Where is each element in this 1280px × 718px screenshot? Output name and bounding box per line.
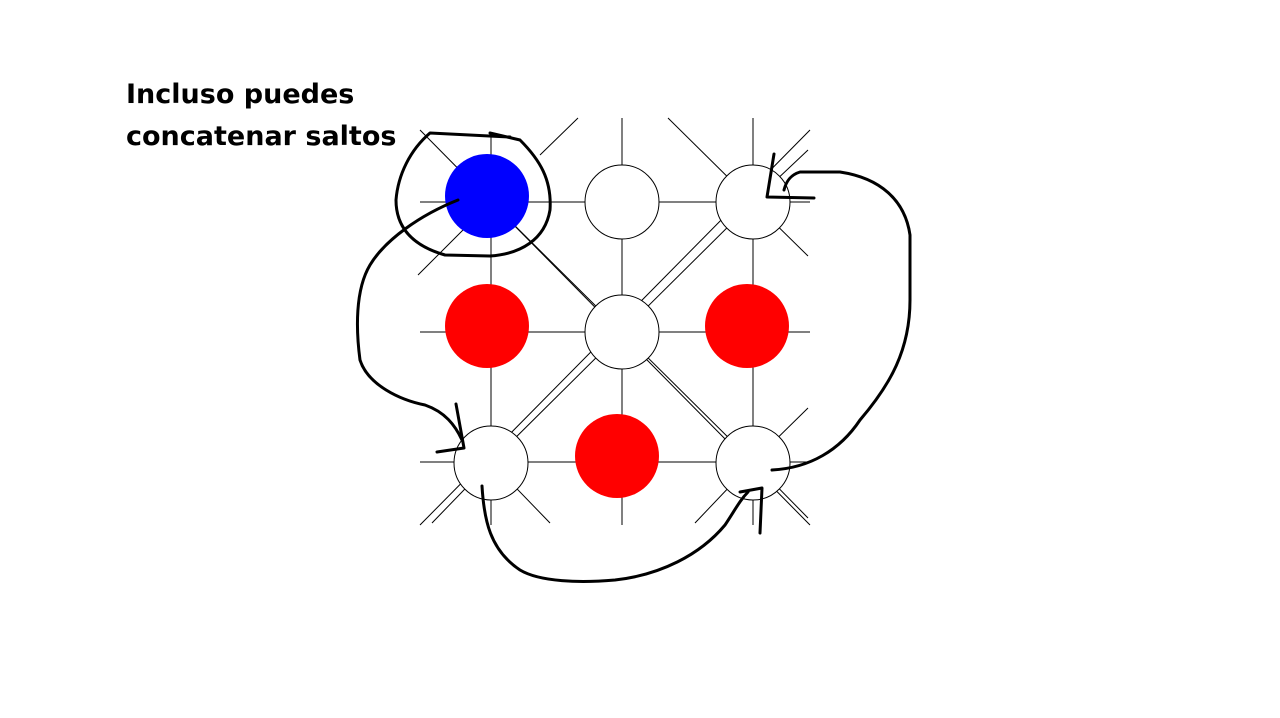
jump-path-1: [355, 198, 464, 442]
board-pieces: [445, 154, 791, 501]
instruction-text: Incluso puedes concatenar saltos: [126, 74, 426, 158]
arrow-head-3: [765, 152, 816, 200]
empty-spot[interactable]: [715, 164, 791, 240]
jump-path-2: [480, 484, 750, 583]
empty-spot[interactable]: [715, 425, 791, 501]
empty-spot[interactable]: [584, 164, 660, 240]
empty-spot[interactable]: [584, 294, 660, 370]
instruction-line-1: Incluso puedes: [126, 79, 355, 110]
selection-lasso: [394, 131, 552, 258]
arrow-head-1: [435, 402, 466, 454]
red-piece[interactable]: [445, 284, 529, 368]
hand-drawn-arrow-icon: [355, 131, 912, 583]
grid-line: [539, 117, 579, 156]
red-piece[interactable]: [705, 284, 789, 368]
arrow-head-2: [738, 486, 764, 535]
blue-piece[interactable]: [445, 154, 529, 238]
jump-path-3: [770, 170, 912, 472]
red-piece[interactable]: [575, 414, 659, 498]
instruction-line-2: concatenar saltos: [126, 121, 397, 152]
empty-spot[interactable]: [453, 425, 529, 501]
